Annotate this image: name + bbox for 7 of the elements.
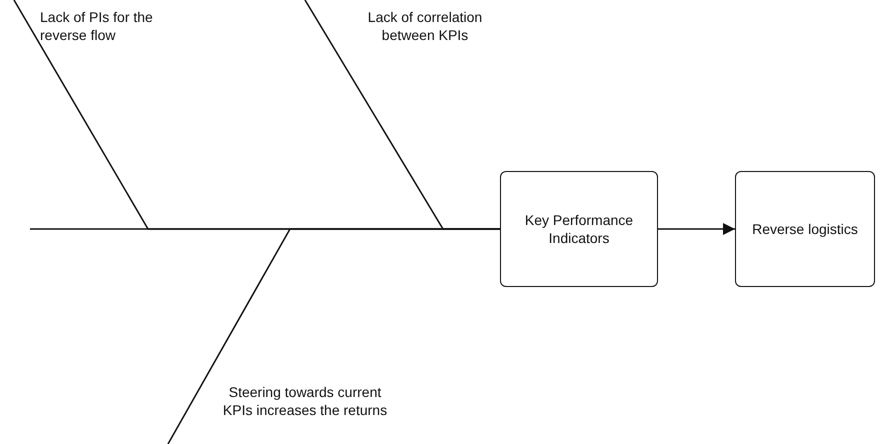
cause-text: Lack of correlation between KPIs bbox=[360, 4, 490, 48]
cause-text: Lack of PIs for the reverse flow bbox=[40, 4, 170, 48]
bone-line bbox=[167, 228, 500, 444]
arrow bbox=[658, 223, 735, 235]
cause-text: Steering towards current KPIs increases the returns bbox=[215, 368, 395, 434]
process-box: Reverse logistics bbox=[735, 171, 875, 287]
process-box: Key Performance Indicators bbox=[500, 171, 658, 287]
